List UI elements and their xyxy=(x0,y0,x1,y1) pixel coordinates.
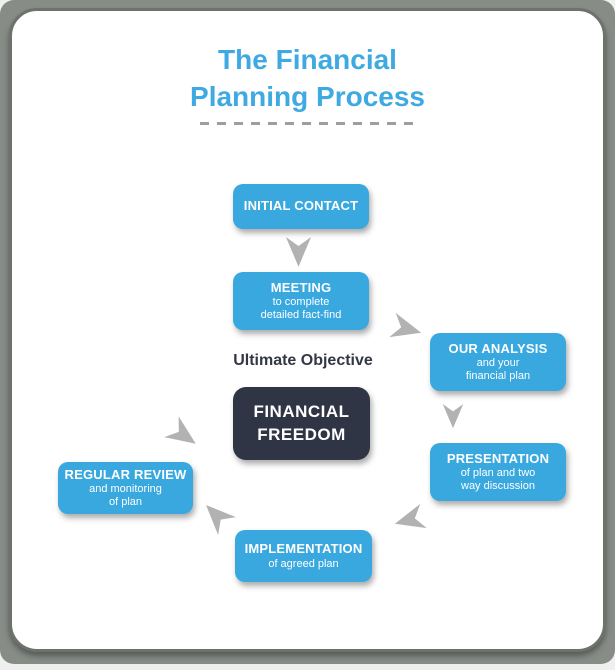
step-subtitle-line2: way discussion xyxy=(461,480,535,493)
page-title-line2: Planning Process xyxy=(190,80,425,112)
arrow-down-icon xyxy=(442,401,464,429)
step-regular-review: REGULAR REVIEW and monitoring of plan xyxy=(58,462,193,514)
financial-freedom-line1: FINANCIAL xyxy=(253,401,350,421)
arrow-down-right-icon xyxy=(161,414,204,455)
step-subtitle-line2: of plan xyxy=(108,496,143,509)
financial-freedom-line2: FREEDOM xyxy=(257,424,346,444)
step-title: OUR ANALYSIS xyxy=(448,340,548,356)
ultimate-objective-label: Ultimate Objective xyxy=(233,352,373,369)
title-dashed-underline xyxy=(200,122,417,125)
arrow-up-left-icon xyxy=(196,495,238,537)
step-implementation: IMPLEMENTATION of agreed plan xyxy=(235,530,372,582)
step-subtitle-line1: of agreed plan xyxy=(268,557,339,570)
step-subtitle-line1: of plan and two xyxy=(460,467,536,480)
page-title-line1: The Financial xyxy=(218,44,397,75)
arrow-down-icon xyxy=(285,234,312,267)
step-subtitle-line1: to complete xyxy=(272,296,330,309)
step-title: PRESENTATION xyxy=(446,450,550,466)
step-subtitle-line1: and your xyxy=(476,357,520,370)
step-initial-contact: INITIAL CONTACT xyxy=(233,184,369,229)
arrow-right-icon xyxy=(386,311,425,346)
step-title: MEETING xyxy=(270,279,332,295)
step-subtitle-line1: and monitoring xyxy=(89,483,162,496)
step-title: REGULAR REVIEW xyxy=(64,466,187,482)
page-title: The Financial Planning Process xyxy=(0,42,615,116)
step-title: IMPLEMENTATION xyxy=(244,541,363,557)
arrow-left-icon xyxy=(391,502,430,537)
step-title: INITIAL CONTACT xyxy=(243,198,359,214)
financial-freedom-box: FINANCIAL FREEDOM xyxy=(233,387,370,460)
step-presentation: PRESENTATION of plan and two way discuss… xyxy=(430,443,566,501)
step-subtitle-line2: financial plan xyxy=(465,370,531,383)
step-meeting: MEETING to complete detailed fact-find xyxy=(233,272,369,330)
step-our-analysis: OUR ANALYSIS and your financial plan xyxy=(430,333,566,391)
step-subtitle-line2: detailed fact-find xyxy=(260,309,342,322)
